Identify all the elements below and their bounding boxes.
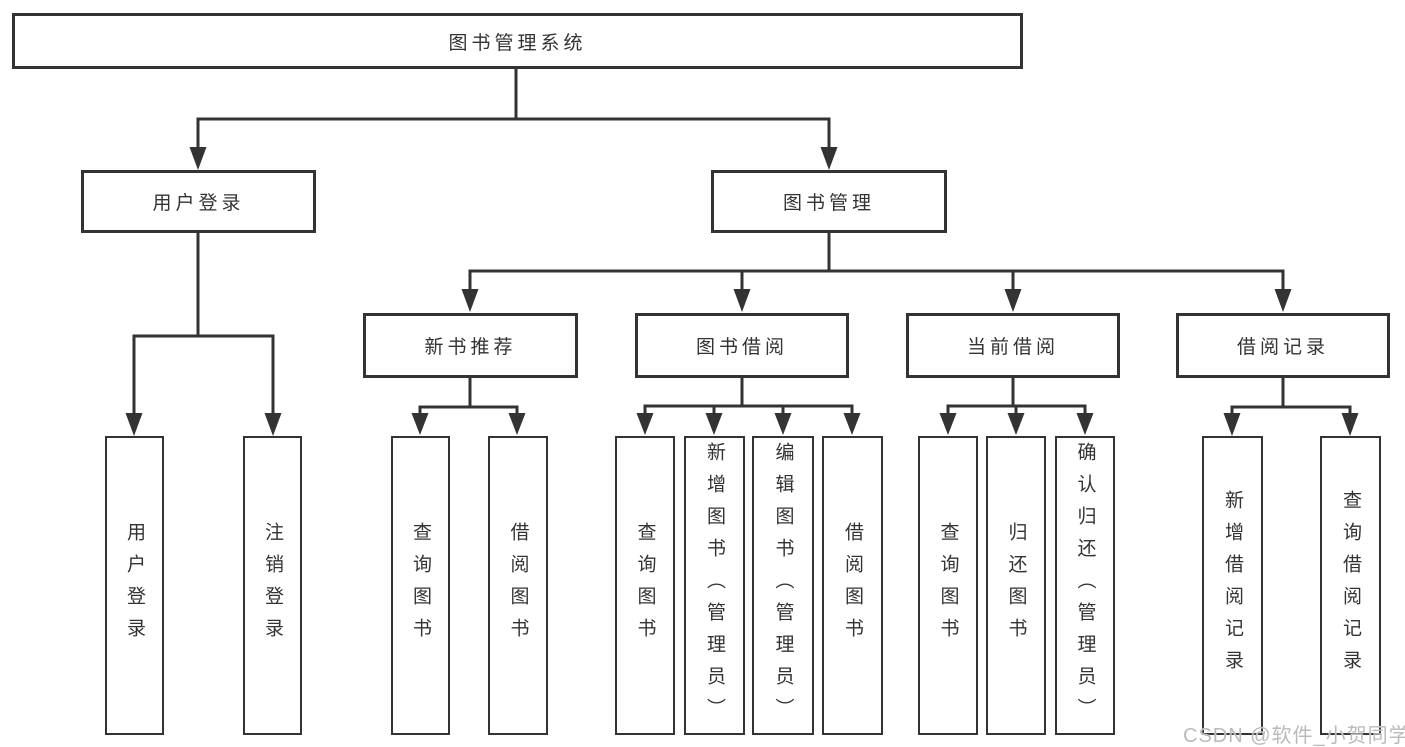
leaf-confirm-return-admin: 确认归还（管理员）	[1055, 436, 1115, 735]
connector-newbook-to-leaves	[411, 376, 526, 435]
csdn-watermark: CSDN @软件_小贺同学	[1183, 725, 1405, 747]
leaf-user-login: 用户登录	[105, 436, 164, 735]
leaf-query-books-borrow: 查询图书	[615, 436, 675, 735]
leaf-query-books-current: 查询图书	[918, 436, 978, 735]
leaf-add-books-admin: 新增图书（管理员）	[684, 436, 745, 735]
node-current-borrow: 当前借阅	[906, 313, 1120, 378]
leaf-user-login-label: 用户登录	[124, 521, 145, 650]
connector-management-to-level3	[461, 232, 1292, 312]
leaf-query-books-current-label: 查询图书	[937, 521, 959, 650]
leaf-query-books-newbook-label: 查询图书	[410, 521, 431, 650]
node-root-system: 图书管理系统	[12, 13, 1023, 69]
node-user-login: 用户登录	[81, 170, 316, 233]
leaf-add-borrow-record: 新增借阅记录	[1202, 436, 1263, 735]
leaf-query-books-borrow-label: 查询图书	[634, 521, 656, 650]
leaf-add-books-admin-label: 新增图书（管理员）	[704, 441, 725, 730]
leaf-borrow-books-newbook-label: 借阅图书	[507, 521, 529, 650]
leaf-logout-label: 注销登录	[262, 521, 283, 650]
node-borrow-records: 借阅记录	[1176, 313, 1390, 378]
leaf-logout: 注销登录	[243, 436, 302, 735]
leaf-confirm-return-admin-label: 确认归还（管理员）	[1074, 441, 1096, 730]
connector-root-to-level2	[189, 66, 838, 170]
leaf-borrow-books-2-label: 借阅图书	[842, 521, 863, 650]
connector-current-to-leaves	[939, 376, 1094, 435]
leaf-query-books-newbook: 查询图书	[391, 436, 450, 735]
connector-login-to-leaves	[125, 231, 282, 436]
leaf-return-books-label: 归还图书	[1005, 521, 1027, 650]
leaf-edit-books-admin-label: 编辑图书（管理员）	[772, 441, 794, 730]
node-book-borrow: 图书借阅	[635, 313, 849, 378]
leaf-borrow-books-newbook: 借阅图书	[488, 436, 548, 735]
leaf-borrow-books-2: 借阅图书	[822, 436, 883, 735]
leaf-return-books: 归还图书	[986, 436, 1046, 735]
connector-records-to-leaves	[1223, 376, 1359, 436]
connector-borrow-to-leaves	[636, 376, 861, 435]
node-book-management: 图书管理	[711, 170, 947, 233]
leaf-query-borrow-record: 查询借阅记录	[1320, 436, 1381, 735]
leaf-edit-books-admin: 编辑图书（管理员）	[752, 436, 814, 735]
node-new-book-recommend: 新书推荐	[363, 313, 578, 378]
leaf-add-borrow-record-label: 新增借阅记录	[1222, 489, 1243, 682]
leaf-query-borrow-record-label: 查询借阅记录	[1340, 489, 1361, 682]
